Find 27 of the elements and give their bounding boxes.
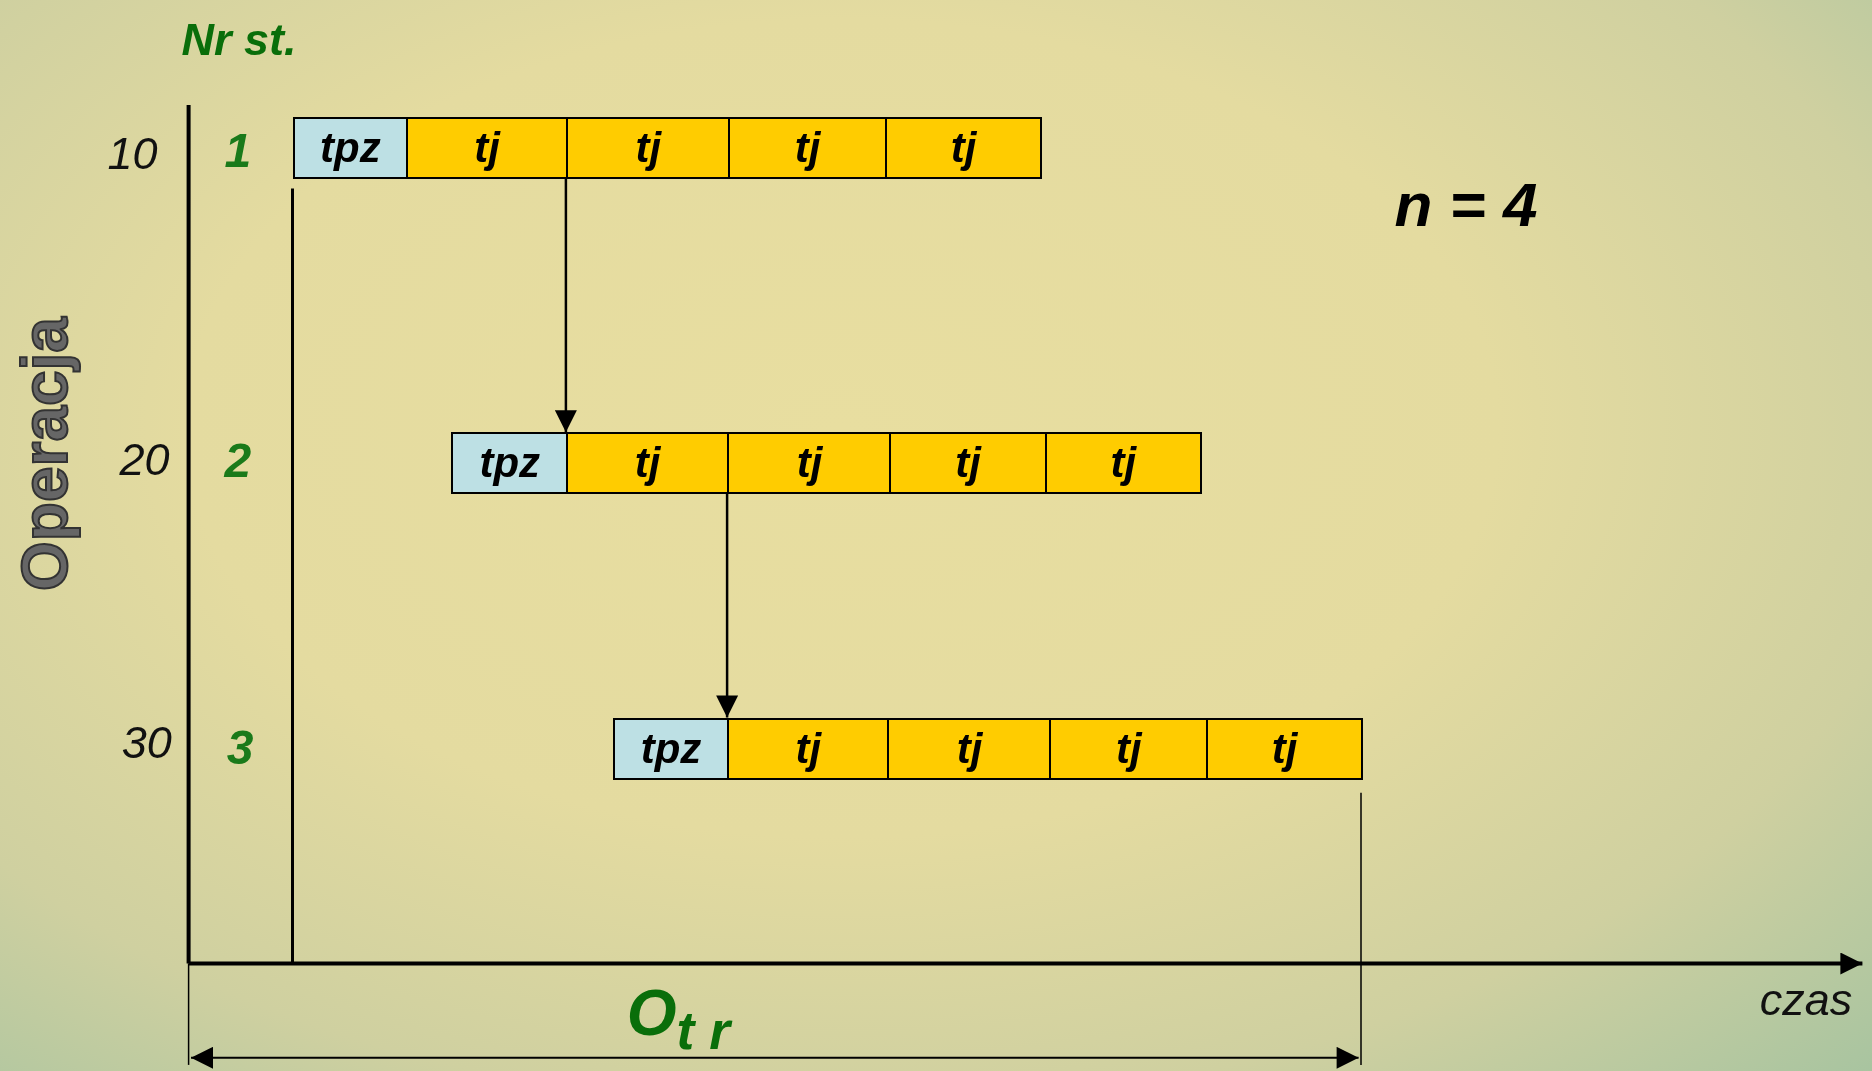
- unit-time-bar: tj: [727, 717, 890, 780]
- operation-number: 20: [119, 437, 170, 482]
- unit-time-bar: tj: [884, 117, 1043, 180]
- station-number: 3: [226, 723, 254, 772]
- operation-number: 10: [107, 131, 158, 177]
- setup-time-bar: tpz: [612, 717, 730, 780]
- unit-time-bar: tj: [727, 432, 892, 495]
- unit-time-bar: tj: [565, 117, 731, 180]
- column-header: Nr st.: [181, 16, 297, 62]
- arrow: [716, 493, 739, 718]
- unit-time-bar: tj: [1049, 717, 1209, 780]
- operation-number: 30: [121, 719, 172, 765]
- unit-time-bar: tj: [405, 117, 569, 180]
- unit-time-bar: tj: [1205, 717, 1364, 780]
- arrow: [554, 177, 577, 433]
- unit-time-bar: tj: [728, 117, 888, 180]
- setup-time-bar: tpz: [292, 117, 409, 180]
- quantity-label: n = 4: [1394, 174, 1538, 237]
- unit-time-bar: tj: [887, 717, 1052, 780]
- axis-title: Operacja: [13, 316, 78, 591]
- setup-time-bar: tpz: [451, 432, 569, 495]
- unit-time-bar: tj: [1044, 432, 1203, 495]
- station-number: 1: [224, 126, 252, 175]
- unit-time-bar: tj: [889, 432, 1047, 495]
- station-number: 2: [224, 437, 252, 485]
- unit-time-bar: tj: [565, 432, 730, 495]
- axis-title: czas: [1759, 976, 1853, 1022]
